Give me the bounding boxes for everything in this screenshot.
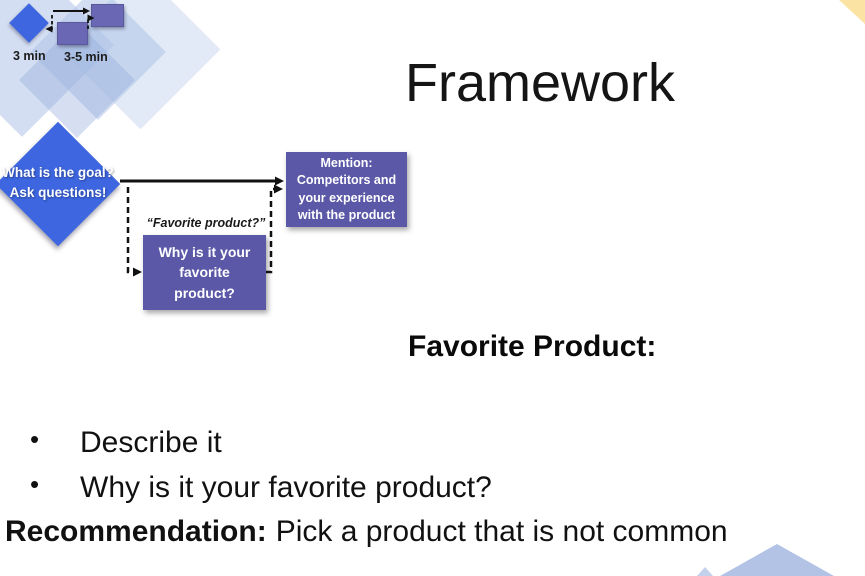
- why-favorite-box: Why is it your favorite product?: [143, 235, 266, 310]
- list-item: • Why is it your favorite product?: [0, 469, 860, 516]
- mention-line-3: your experience: [298, 190, 395, 205]
- goal-line-2: Ask questions!: [9, 185, 107, 201]
- timeline-box-icon: [91, 4, 124, 27]
- timeline-boxes-duration-label: 3-5 min: [64, 50, 108, 64]
- slide-title: Framework: [404, 53, 676, 114]
- why-line-3: product?: [174, 284, 235, 301]
- corner-triangle-decoration: [839, 0, 865, 24]
- list-item: • Describe it: [0, 424, 860, 471]
- bullet-icon: •: [30, 469, 40, 499]
- bullet-icon: •: [30, 424, 40, 454]
- recommendation-label: Recommendation:: [5, 515, 267, 548]
- why-line-1: Why is it your: [158, 244, 251, 261]
- timeline-diamond-duration-label: 3 min: [13, 49, 46, 63]
- goal-diamond-text: What is the goal? Ask questions!: [0, 163, 120, 204]
- mention-line-4: with the product: [297, 208, 396, 222]
- mention-competitors-box: Mention: Competitors and your experience…: [286, 152, 407, 227]
- dashed-arrow-why-to-mention: [266, 184, 283, 274]
- bullet-list: • Describe it • Why is it your favorite …: [0, 424, 860, 516]
- favorite-product-quote-label: “Favorite product?”: [146, 216, 266, 230]
- bullet-text: Describe it: [80, 426, 222, 459]
- timeline-box-icon: [57, 22, 88, 45]
- mention-line-1: Mention:: [320, 155, 373, 170]
- bottom-diamond-decoration: [720, 544, 834, 576]
- mention-line-2: Competitors and: [296, 173, 397, 187]
- bottom-diamond-decoration: [697, 567, 713, 576]
- recommendation-text: Pick a product that is not common: [275, 515, 728, 548]
- dashed-arrow-goal-to-why: [126, 187, 142, 277]
- section-heading: Favorite Product:: [408, 330, 657, 363]
- recommendation-line: Recommendation:Pick a product that is no…: [5, 515, 728, 549]
- goal-line-1: What is the goal?: [2, 165, 114, 180]
- bullet-text: Why is it your favorite product?: [80, 471, 492, 504]
- why-line-2: favorite: [179, 264, 230, 281]
